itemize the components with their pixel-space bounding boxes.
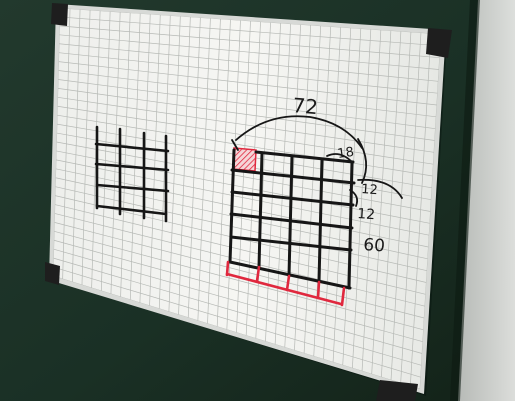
label-row-a: 12	[361, 182, 379, 198]
corner-cap-top-left	[51, 3, 68, 26]
hatched-cell	[233, 148, 256, 171]
label-row-b: 12	[357, 206, 376, 223]
corner-cap-top-right	[426, 28, 452, 58]
label-top-row: 18	[336, 145, 354, 162]
label-total: 72	[292, 93, 319, 119]
label-sum: 60	[363, 235, 386, 256]
corner-cap-bottom-left	[45, 262, 60, 285]
